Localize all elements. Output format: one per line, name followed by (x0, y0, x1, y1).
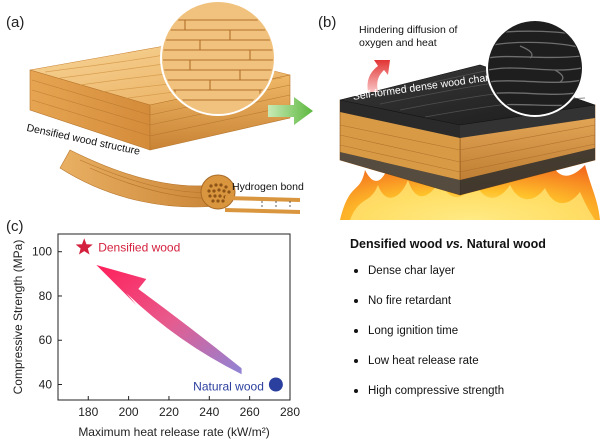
charred-wood-illustration (339, 20, 600, 220)
list-item: Long ignition time (350, 316, 504, 346)
panel-b-label: (b) (318, 14, 337, 31)
x-axis-label: Maximum heat release rate (kW/m²) (78, 425, 269, 439)
panel-c-label: (c) (6, 218, 24, 235)
green-arrow-icon (268, 97, 313, 125)
comparison-title-b: Natural wood (466, 237, 546, 251)
comparison-title-vs: vs. (445, 237, 464, 251)
list-item: High compressive strength (350, 376, 504, 406)
y-tick-label: 100 (32, 245, 52, 259)
panel-a-label: (a) (6, 14, 25, 31)
comparison-title-a: Densified wood (350, 237, 443, 251)
comparison-list: Dense char layer No fire retardant Long … (350, 256, 504, 406)
comparison-title: Densified wood vs. Natural wood (350, 237, 546, 251)
x-tick-label: 260 (240, 405, 260, 419)
plot-frame (57, 233, 291, 401)
bullet-icon (354, 389, 358, 393)
densified-wood-star-marker (75, 238, 93, 255)
x-tick-label: 220 (159, 405, 179, 419)
x-tick-label: 180 (78, 405, 98, 419)
densified-wood-illustration (29, 0, 300, 214)
diffusion-label-line1: Hindering diffusion of (359, 24, 458, 36)
bullet-icon (354, 359, 358, 363)
natural-wood-circle-marker (268, 377, 283, 392)
diffusion-label-line2: oxygen and heat (359, 37, 437, 49)
y-tick-label: 80 (39, 289, 53, 303)
list-item: No fire retardant (350, 286, 504, 316)
hydrogen-bond-label: Hydrogen bond (232, 181, 304, 193)
y-tick-label: 40 (39, 378, 53, 392)
x-tick-label: 280 (280, 405, 300, 419)
densified-wood-point-label: Densified wood (98, 240, 180, 254)
list-item: Low heat release rate (350, 346, 504, 376)
list-item: Dense char layer (350, 256, 504, 286)
trend-arrow (96, 264, 242, 375)
x-tick-label: 200 (119, 405, 139, 419)
bullet-icon (354, 269, 358, 273)
y-tick-label: 60 (39, 333, 53, 347)
x-tick-label: 240 (199, 405, 219, 419)
y-axis-label: Compressive Strength (MPa) (11, 240, 25, 395)
bullet-icon (354, 329, 358, 333)
bullet-icon (354, 299, 358, 303)
natural-wood-point-label: Natural wood (193, 380, 264, 394)
